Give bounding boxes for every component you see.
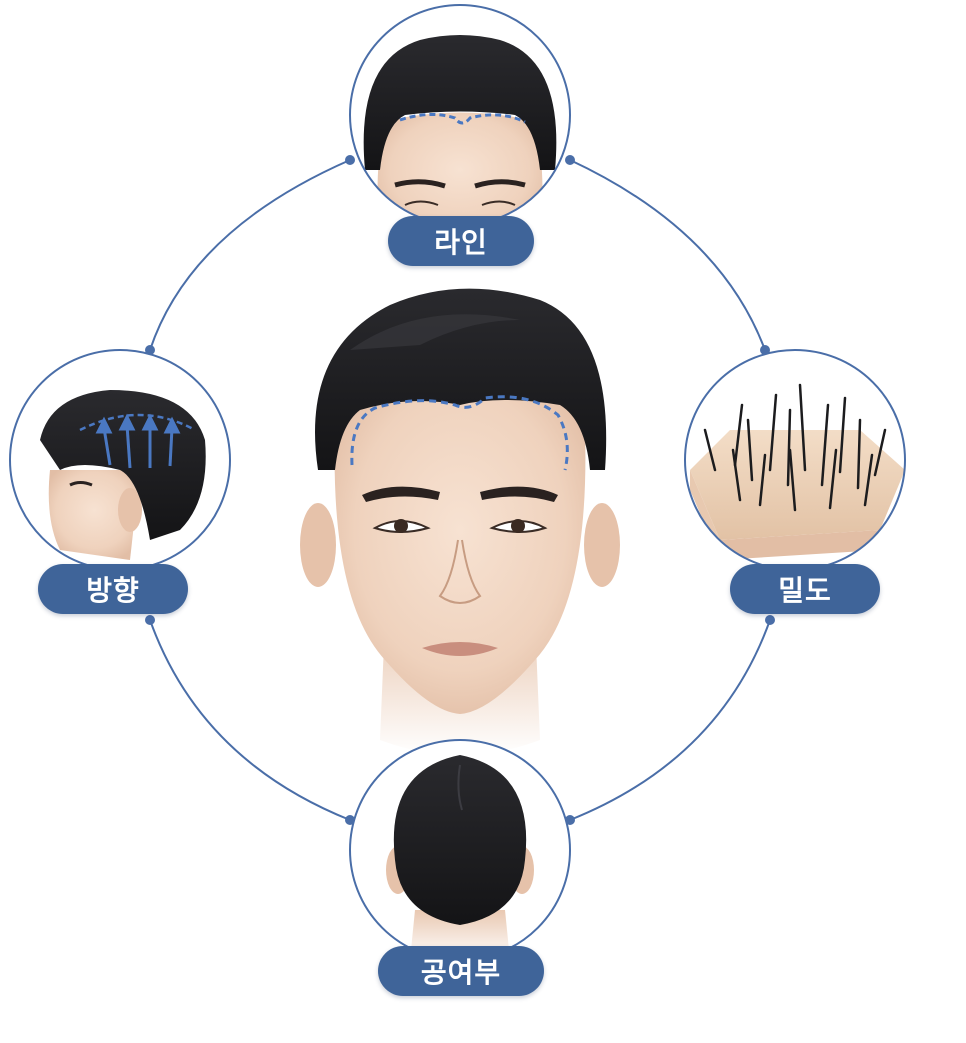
- arc-top-left: [149, 159, 351, 351]
- arc-right-bottom: [569, 619, 771, 821]
- arc-left-bottom: [149, 619, 351, 821]
- hairline-dashed-line: [350, 395, 569, 471]
- arc-top-right: [569, 159, 766, 351]
- line-circle: [349, 4, 571, 226]
- center-face-illustration: [300, 288, 620, 755]
- direction-circle: [9, 349, 231, 571]
- label-crown: 공여부: [378, 946, 544, 996]
- connector-arcs: [149, 159, 771, 821]
- crown-circle: [349, 739, 571, 961]
- label-density: 밀도: [730, 564, 880, 614]
- label-direction: 방향: [38, 564, 188, 614]
- label-line: 라인: [388, 216, 534, 266]
- connector-dots: [145, 155, 775, 825]
- density-circle: [684, 349, 906, 571]
